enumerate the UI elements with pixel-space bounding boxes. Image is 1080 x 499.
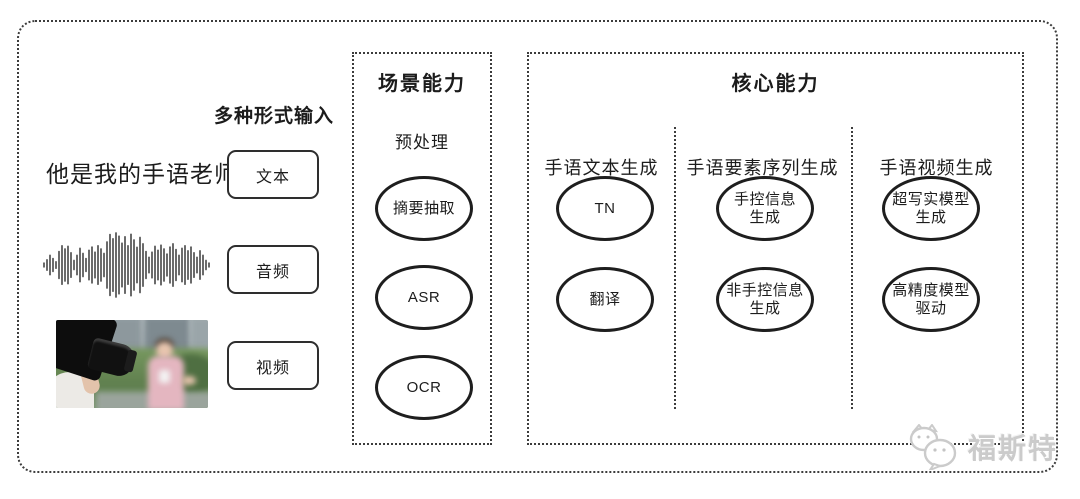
sample-sentence: 他是我的手语老师 xyxy=(46,161,238,187)
core-capability-box: 核心能力 手语文本生成 手语要素序列生成 手语视频生成 TN 翻译 手控信息 生… xyxy=(527,52,1024,445)
watermark-text: 福斯特 xyxy=(968,433,1059,464)
input-type-text-box: 文本 xyxy=(227,150,319,199)
thumbnail-reporter-hand xyxy=(182,376,196,385)
thumbnail-reporter-head xyxy=(156,342,173,359)
input-type-audio-label: 音频 xyxy=(255,263,290,281)
input-type-audio-box: 音频 xyxy=(227,245,319,294)
input-section-title: 多种形式输入 xyxy=(214,106,335,127)
thumbnail-building xyxy=(190,320,208,350)
column-divider xyxy=(851,127,853,409)
audio-waveform xyxy=(42,232,210,298)
video-thumbnail xyxy=(56,320,208,408)
outer-dotted-border xyxy=(17,20,1058,473)
node-high-precision-model-driving: 高精度模型 驱动 xyxy=(882,267,980,332)
scene-capability-title: 场景能力 xyxy=(378,73,466,95)
column-divider xyxy=(674,127,676,409)
node-asr: ASR xyxy=(375,265,473,330)
input-type-video-label: 视频 xyxy=(255,359,290,377)
thumbnail-microphone xyxy=(159,370,170,383)
input-type-text-label: 文本 xyxy=(255,168,290,186)
node-ocr: OCR xyxy=(375,355,473,420)
node-tn: TN xyxy=(556,176,654,241)
mascot-icon xyxy=(909,424,957,470)
input-type-video-box: 视频 xyxy=(227,341,319,390)
node-hyperrealistic-model-generation: 超写实模型 生成 xyxy=(882,176,980,241)
scene-capability-box: 场景能力 预处理 摘要抽取 ASR OCR xyxy=(352,52,492,445)
node-non-manual-info-generation: 非手控信息 生成 xyxy=(716,267,814,332)
node-manual-info-generation: 手控信息 生成 xyxy=(716,176,814,241)
column-header-sl-element-sequence-generation: 手语要素序列生成 xyxy=(686,158,839,178)
column-header-sl-video-generation: 手语视频生成 xyxy=(879,158,994,178)
node-translation: 翻译 xyxy=(556,267,654,332)
node-summary-extraction: 摘要抽取 xyxy=(375,176,473,241)
core-capability-title: 核心能力 xyxy=(731,73,820,95)
watermark: 福斯特 xyxy=(904,424,1058,470)
column-header-sl-text-generation: 手语文本生成 xyxy=(544,158,659,178)
preprocess-label: 预处理 xyxy=(395,133,449,152)
